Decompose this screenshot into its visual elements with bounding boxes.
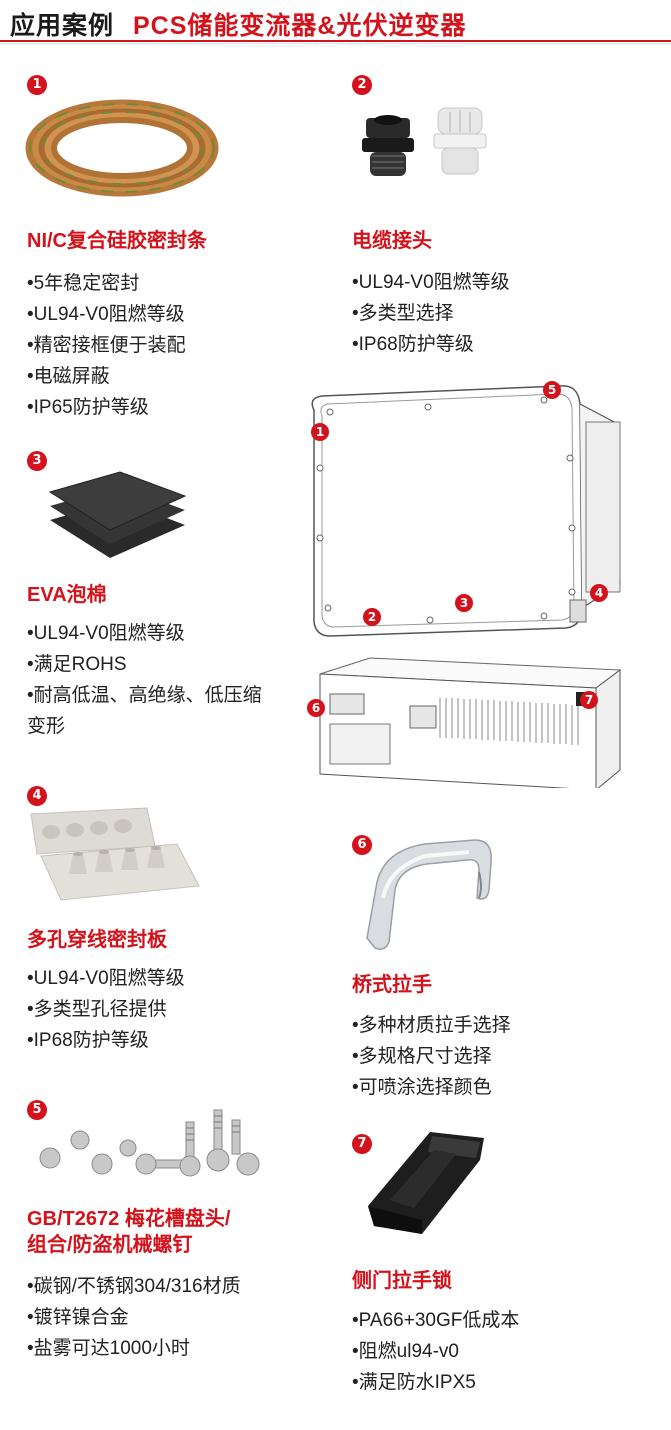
section-5-bullets: •碳钢/不锈钢304/316材质 •镀锌镍合金 •盐雾可达1000小时: [27, 1271, 241, 1364]
bullet: •盐雾可达1000小时: [27, 1338, 190, 1359]
header-title-red: PCS储能变流器&光伏逆变器: [133, 12, 467, 40]
bullet: •IP65防护等级: [27, 397, 149, 418]
bullet: •PA66+30GF低成本: [352, 1310, 520, 1331]
section-5-title-line2: 组合/防盗机械螺钉: [27, 1234, 193, 1256]
section-4-badge: 4: [27, 786, 47, 806]
header-underline: [0, 40, 671, 42]
side-door-lock-icon: [360, 1122, 490, 1242]
bullet: •5年稳定密封: [27, 273, 140, 294]
section-2-badge: 2: [352, 75, 372, 95]
page-header: 应用案例 PCS储能变流器&光伏逆变器: [0, 0, 671, 44]
bridge-handle-icon: [355, 828, 500, 958]
section-6-title: 桥式拉手: [352, 974, 432, 996]
header-divider: [0, 43, 671, 44]
bullet: •电磁屏蔽: [27, 366, 110, 387]
torx-screws-icon: [36, 1100, 276, 1190]
bullet: •UL94-V0阻燃等级: [27, 968, 185, 989]
bullet: •碳钢/不锈钢304/316材质: [27, 1276, 241, 1297]
section-7-bullets: •PA66+30GF低成本 •阻燃ul94-v0 •满足防水IPX5: [352, 1305, 519, 1398]
bullet: •满足ROHS: [27, 654, 127, 675]
bullet: •可喷涂选择颜色: [352, 1077, 492, 1098]
header-title-black: 应用案例: [10, 12, 115, 40]
section-6-badge: 6: [352, 835, 372, 855]
svg-text:7: 7: [585, 693, 593, 707]
bullet: •多类型孔径提供: [27, 999, 167, 1020]
bullet: •多规格尺寸选择: [352, 1046, 492, 1067]
section-4-title: 多孔穿线密封板: [27, 929, 167, 951]
svg-text:3: 3: [460, 596, 468, 610]
svg-text:4: 4: [595, 586, 603, 600]
section-2-title: 电缆接头: [352, 230, 432, 252]
svg-text:1: 1: [316, 425, 324, 439]
bullet: •多种材质拉手选择: [352, 1015, 511, 1036]
section-1-title: NI/C复合硅胶密封条: [27, 230, 207, 252]
section-7-title: 侧门拉手锁: [352, 1270, 452, 1292]
svg-text:6: 6: [312, 701, 320, 715]
section-7-badge: 7: [352, 1134, 372, 1154]
eva-foam-icon: [40, 470, 190, 565]
bullet: •多类型选择: [352, 303, 454, 324]
bullet: •镀锌镍合金: [27, 1307, 129, 1328]
section-1-bullets: •5年稳定密封 •UL94-V0阻燃等级 •精密接框便于装配 •电磁屏蔽 •IP…: [27, 268, 186, 423]
section-3-badge: 3: [27, 451, 47, 471]
bullet: •满足防水IPX5: [352, 1372, 476, 1393]
section-5-badge: 5: [27, 1100, 47, 1120]
bullet: •UL94-V0阻燃等级: [27, 623, 185, 644]
bullet: •耐高低温、高绝缘、低压缩变形: [27, 685, 262, 737]
section-6-bullets: •多种材质拉手选择 •多规格尺寸选择 •可喷涂选择颜色: [352, 1010, 511, 1103]
cable-gland-icon: [352, 98, 502, 188]
section-1-badge: 1: [27, 75, 47, 95]
bullet: •精密接框便于装配: [27, 335, 186, 356]
section-5-title-line1: GB/T2672 梅花槽盘头/: [27, 1208, 231, 1230]
svg-text:2: 2: [368, 610, 376, 624]
inverter-diagram: 1 5 3 2 4 6 7: [300, 378, 640, 788]
bullet: •UL94-V0阻燃等级: [352, 272, 510, 293]
bullet: •IP68防护等级: [352, 334, 474, 355]
multi-hole-seal-plate-icon: [27, 806, 202, 901]
section-4-bullets: •UL94-V0阻燃等级 •多类型孔径提供 •IP68防护等级: [27, 963, 185, 1056]
section-2-bullets: •UL94-V0阻燃等级 •多类型选择 •IP68防护等级: [352, 267, 510, 360]
sealing-strip-icon: [22, 88, 222, 208]
bullet: •阻燃ul94-v0: [352, 1341, 459, 1362]
svg-text:5: 5: [548, 383, 556, 397]
bullet: •UL94-V0阻燃等级: [27, 304, 185, 325]
bullet: •IP68防护等级: [27, 1030, 149, 1051]
section-3-title: EVA泡棉: [27, 584, 107, 606]
section-3-bullets: •UL94-V0阻燃等级 •满足ROHS •耐高低温、高绝缘、低压缩变形: [27, 618, 267, 742]
